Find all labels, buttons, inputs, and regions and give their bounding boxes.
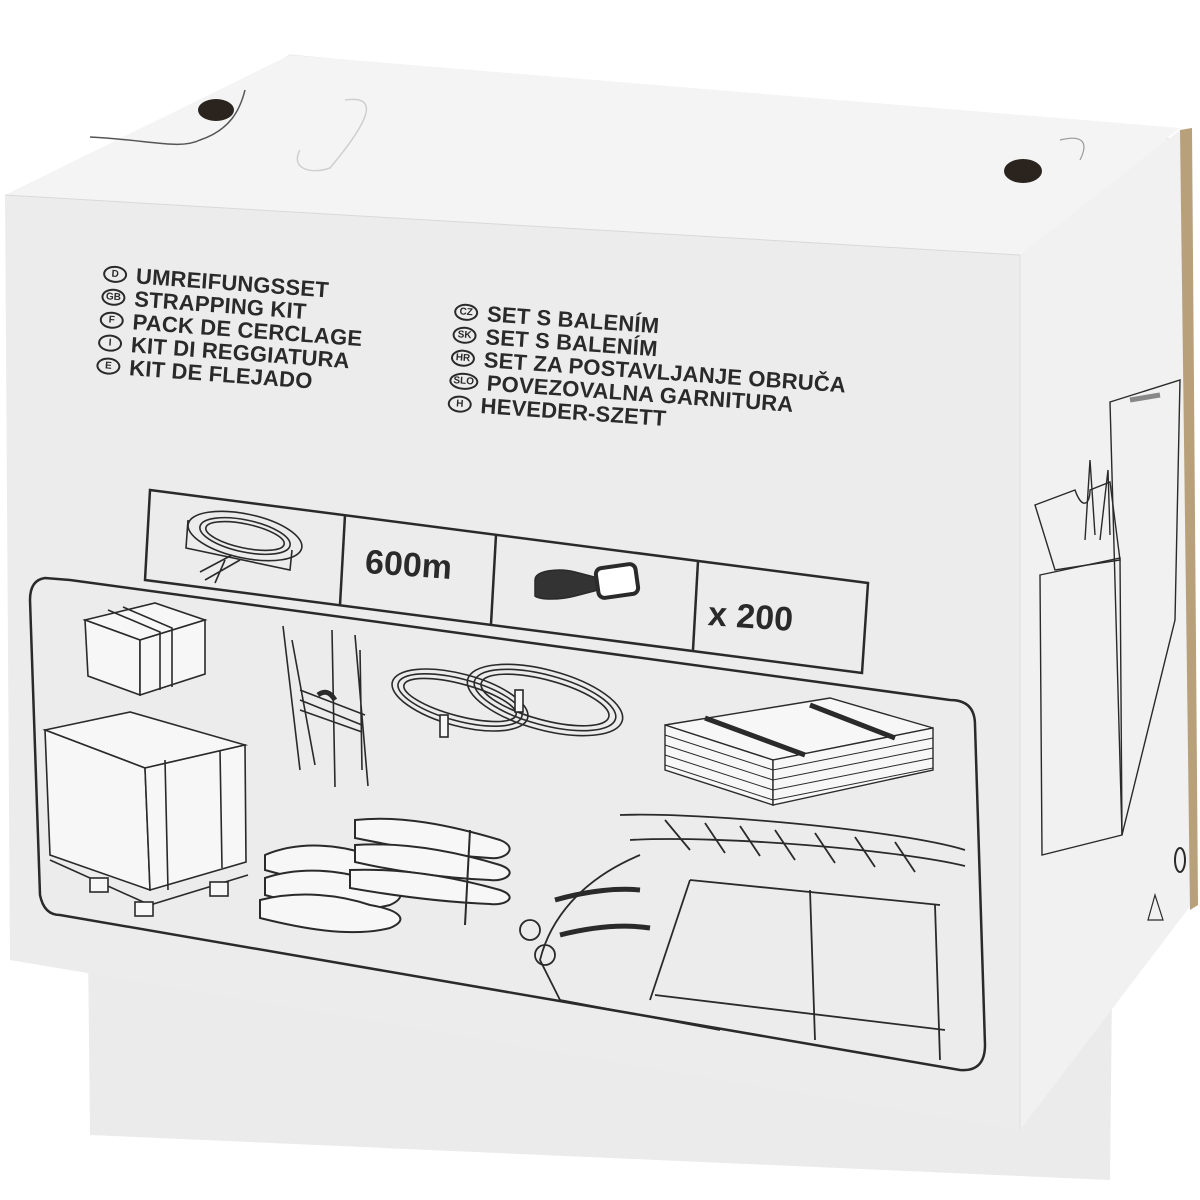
car-roof-ladder-icon [519,813,966,1061]
strapped-board-stack-icon [664,697,934,806]
strapped-chairs-icon [282,625,369,788]
buckle-icon [534,562,641,600]
strap-length: 600m [363,543,454,587]
illustration-panel [28,576,987,1072]
language-code: CZ [453,302,479,322]
language-code: GB [100,287,127,307]
strapped-pallet-icon [42,711,249,917]
recycle-icon [1147,847,1186,921]
language-code: D [102,264,128,284]
language-code: I [97,333,123,353]
dispenser-usage-icon [1034,379,1181,856]
language-code: E [95,356,121,376]
language-code: HR [450,348,476,368]
language-code: H [447,394,473,414]
language-code: F [99,310,125,330]
spec-strip [143,488,870,675]
strapped-box-icon [82,602,208,697]
coiled-hoses-icon [391,663,624,738]
buckle-count: x 200 [706,595,795,639]
strap-roll-icon [185,510,303,584]
language-code: SLO [448,371,479,391]
strapped-sacks-icon [259,817,511,934]
language-code: SK [452,325,478,345]
